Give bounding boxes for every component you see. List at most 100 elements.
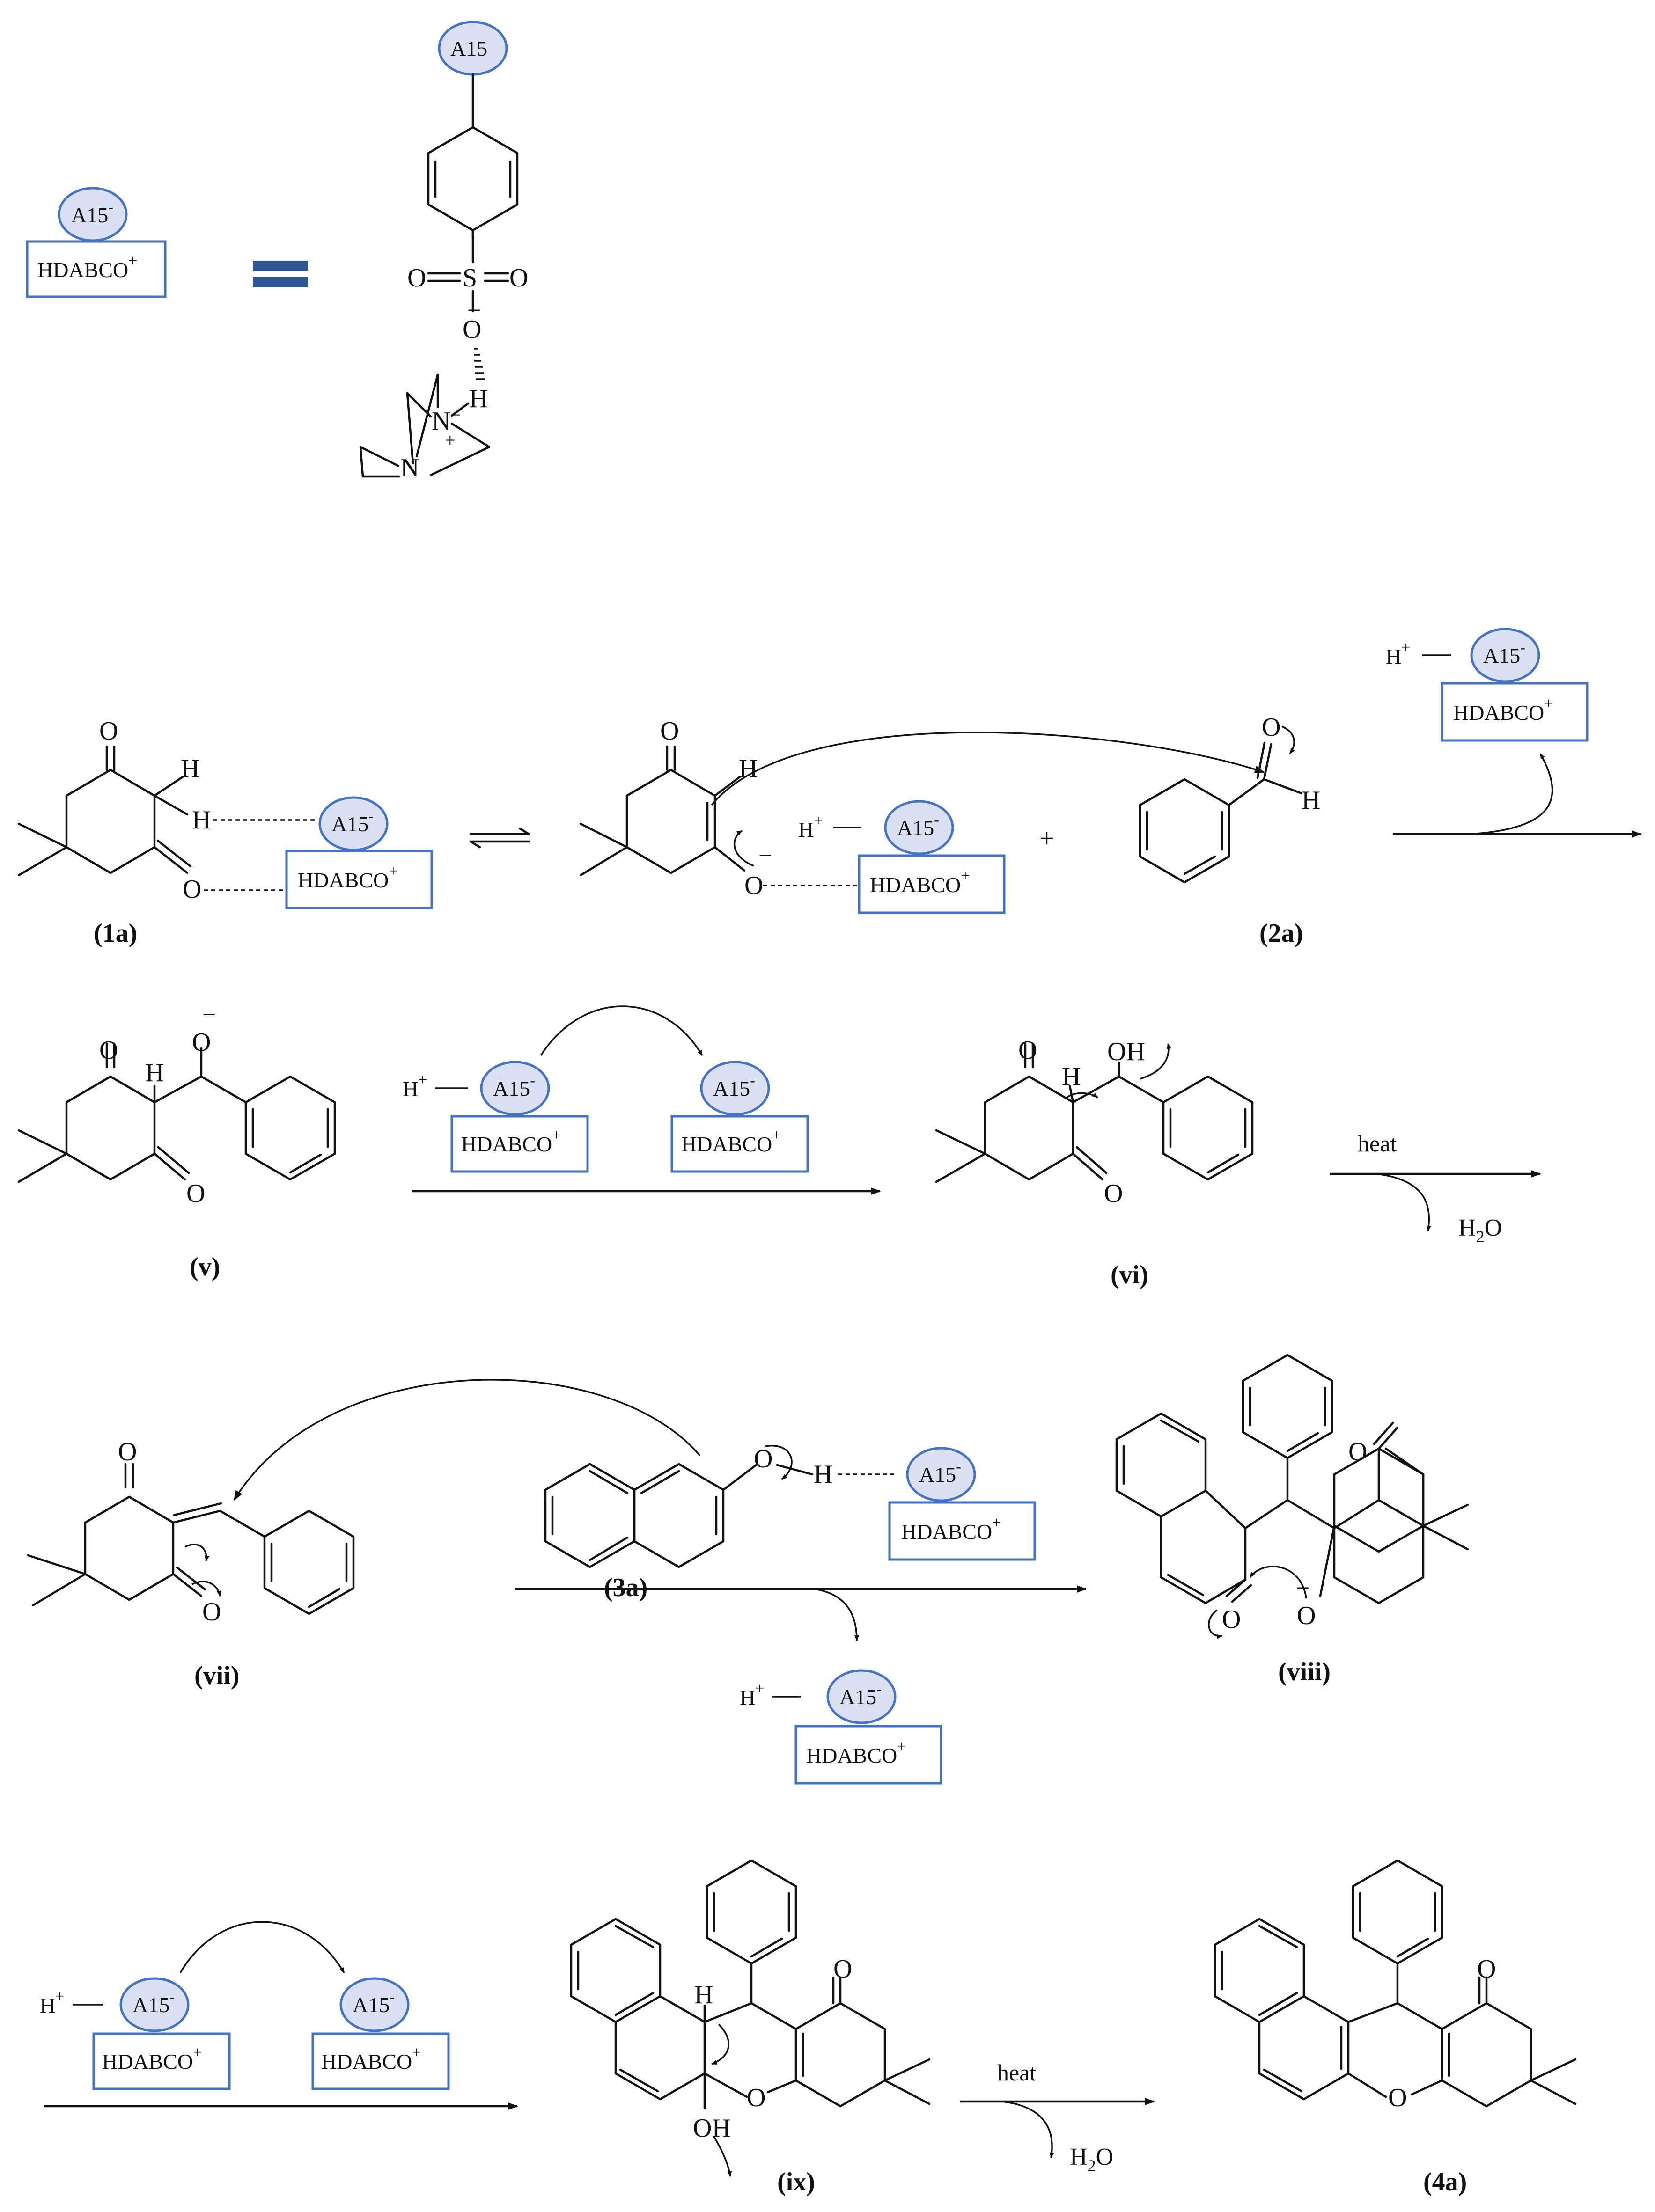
svg-text:O: O [463, 315, 481, 344]
dimedone-1a: O O H H (1a) [17, 717, 318, 948]
svg-text:H: H [1302, 786, 1320, 815]
svg-text:O: O [833, 1955, 852, 1984]
svg-text:S: S [463, 264, 477, 293]
svg-text:O: O [118, 1437, 137, 1466]
svg-text:O: O [754, 1444, 772, 1473]
compound-label-3a: (3a) [604, 1573, 647, 1602]
compound-label-1a: (1a) [94, 919, 137, 948]
svg-text:O: O [1348, 1437, 1367, 1466]
svg-text:H+: H+ [403, 1071, 427, 1101]
svg-text:O: O [1222, 1605, 1241, 1634]
svg-text:A15-: A15- [897, 811, 939, 840]
svg-text:HDABCO+: HDABCO+ [870, 867, 970, 897]
compound-label-vi: (vi) [1111, 1260, 1148, 1289]
svg-text:A15-: A15- [493, 1072, 535, 1100]
intermediate-vi: O O H OH (vi) [935, 1036, 1254, 1289]
svg-text:HDABCO+: HDABCO+ [37, 252, 137, 282]
proton-transfer-2: H+ A15- HDABCO+ A15- HDABCO+ [40, 1921, 518, 2110]
svg-text:HDABCO+: HDABCO+ [806, 1738, 906, 1767]
svg-text:−: − [467, 297, 481, 324]
dehydration-1: heat H2O [1330, 1130, 1541, 1246]
svg-text:O: O [744, 871, 763, 900]
svg-text:O: O [1104, 1179, 1123, 1208]
compound-label-4a: (4a) [1423, 2168, 1467, 2197]
enolate-intermediate: O H O − [579, 717, 1265, 900]
svg-text:O: O [747, 2083, 765, 2112]
equilibrium-arrow [469, 827, 530, 849]
svg-text:A15-: A15- [132, 1988, 175, 2017]
michael-addition-arrow [515, 1585, 1087, 1641]
equals-sign [253, 261, 308, 287]
compound-label-viii: (viii) [1278, 1657, 1331, 1686]
svg-text:O: O [99, 717, 118, 746]
svg-text:HDABCO+: HDABCO+ [461, 1127, 561, 1156]
svg-text:−: − [758, 842, 772, 869]
svg-text:O: O [660, 717, 679, 746]
svg-text:A15-: A15- [353, 1988, 395, 2017]
svg-text:A15-: A15- [713, 1072, 755, 1100]
svg-text:H: H [1062, 1062, 1081, 1091]
intermediate-ix: H O O OH (ix) [570, 1859, 931, 2197]
svg-text:HDABCO+: HDABCO+ [102, 2044, 202, 2073]
catalyst-symbol: A15- HDABCO+ [26, 187, 167, 298]
svg-text:A15-: A15- [839, 1680, 882, 1709]
svg-text:H: H [181, 754, 199, 783]
svg-text:H: H [694, 1980, 713, 2009]
svg-text:HDABCO+: HDABCO+ [901, 1514, 1001, 1544]
svg-text:OH: OH [693, 2114, 731, 2143]
catalyst-release-1: H+ A15- HDABCO+ [1386, 628, 1642, 838]
svg-text:A15-: A15- [71, 198, 113, 227]
hydrogen-bond-hash [474, 348, 485, 380]
svg-text:OH: OH [1107, 1037, 1145, 1066]
svg-text:O: O [1388, 2083, 1407, 2112]
svg-text:H+: H+ [740, 1680, 764, 1709]
svg-text:O: O [407, 264, 426, 293]
svg-text:HDABCO+: HDABCO+ [298, 863, 397, 892]
svg-text:O: O [192, 1028, 211, 1057]
svg-text:H2O: H2O [1458, 1215, 1502, 1246]
svg-text:A15-: A15- [331, 807, 374, 836]
compound-label-2a: (2a) [1259, 919, 1303, 948]
catalyst-1a: A15- HDABCO+ [285, 796, 433, 909]
svg-text:H: H [192, 806, 211, 835]
svg-text:N: N [400, 454, 419, 483]
svg-text:A15-: A15- [1483, 639, 1525, 667]
svg-text:heat: heat [1358, 1130, 1397, 1157]
intermediate-vii: O O (vii) [27, 1379, 701, 1690]
naphthol-3a: O H (3a) [544, 1444, 894, 1602]
svg-text:H: H [814, 1460, 832, 1489]
svg-text:O: O [202, 1597, 221, 1626]
svg-text:O: O [99, 1036, 118, 1065]
dehydration-2: heat H2O [960, 2059, 1155, 2175]
plus-sign: + [1039, 824, 1054, 853]
compound-label-v: (v) [190, 1252, 220, 1282]
catalyst-3a: A15- HDABCO+ [888, 1447, 1036, 1561]
svg-text:HDABCO+: HDABCO+ [1453, 695, 1553, 725]
svg-text:−: − [202, 1002, 216, 1028]
svg-text:H2O: H2O [1070, 2144, 1113, 2175]
svg-text:O: O [1262, 713, 1280, 742]
svg-text:HDABCO+: HDABCO+ [321, 2044, 421, 2073]
svg-text:H+: H+ [40, 1988, 64, 2017]
product-4a: O O (4a) [1214, 1859, 1577, 2197]
compound-label-ix: (ix) [777, 2168, 815, 2197]
svg-text:heat: heat [997, 2059, 1036, 2086]
svg-text:O: O [509, 264, 528, 293]
proton-transfer-1: H+ A15- HDABCO+ A15- HDABCO+ [403, 1005, 881, 1195]
svg-text:H+: H+ [798, 812, 823, 842]
svg-text:H: H [145, 1058, 164, 1087]
sulfonate-dabco-structure: A15 S O O − O H [359, 21, 528, 483]
svg-text:H+: H+ [1386, 639, 1410, 668]
svg-text:N: N [432, 407, 450, 436]
svg-text:O: O [186, 1179, 205, 1208]
intermediate-v: O O H O − (v) [17, 1002, 336, 1282]
svg-text:O: O [183, 875, 201, 904]
svg-text:+: + [445, 430, 456, 451]
svg-text:O: O [1297, 1601, 1316, 1630]
svg-text:A15: A15 [450, 37, 487, 60]
catalyst-protonated-1: H+ A15- HDABCO+ [798, 800, 1006, 914]
svg-text:HDABCO+: HDABCO+ [681, 1127, 781, 1156]
svg-text:A15-: A15- [919, 1458, 961, 1487]
intermediate-viii: O O O − (viii) [1115, 1354, 1469, 1686]
